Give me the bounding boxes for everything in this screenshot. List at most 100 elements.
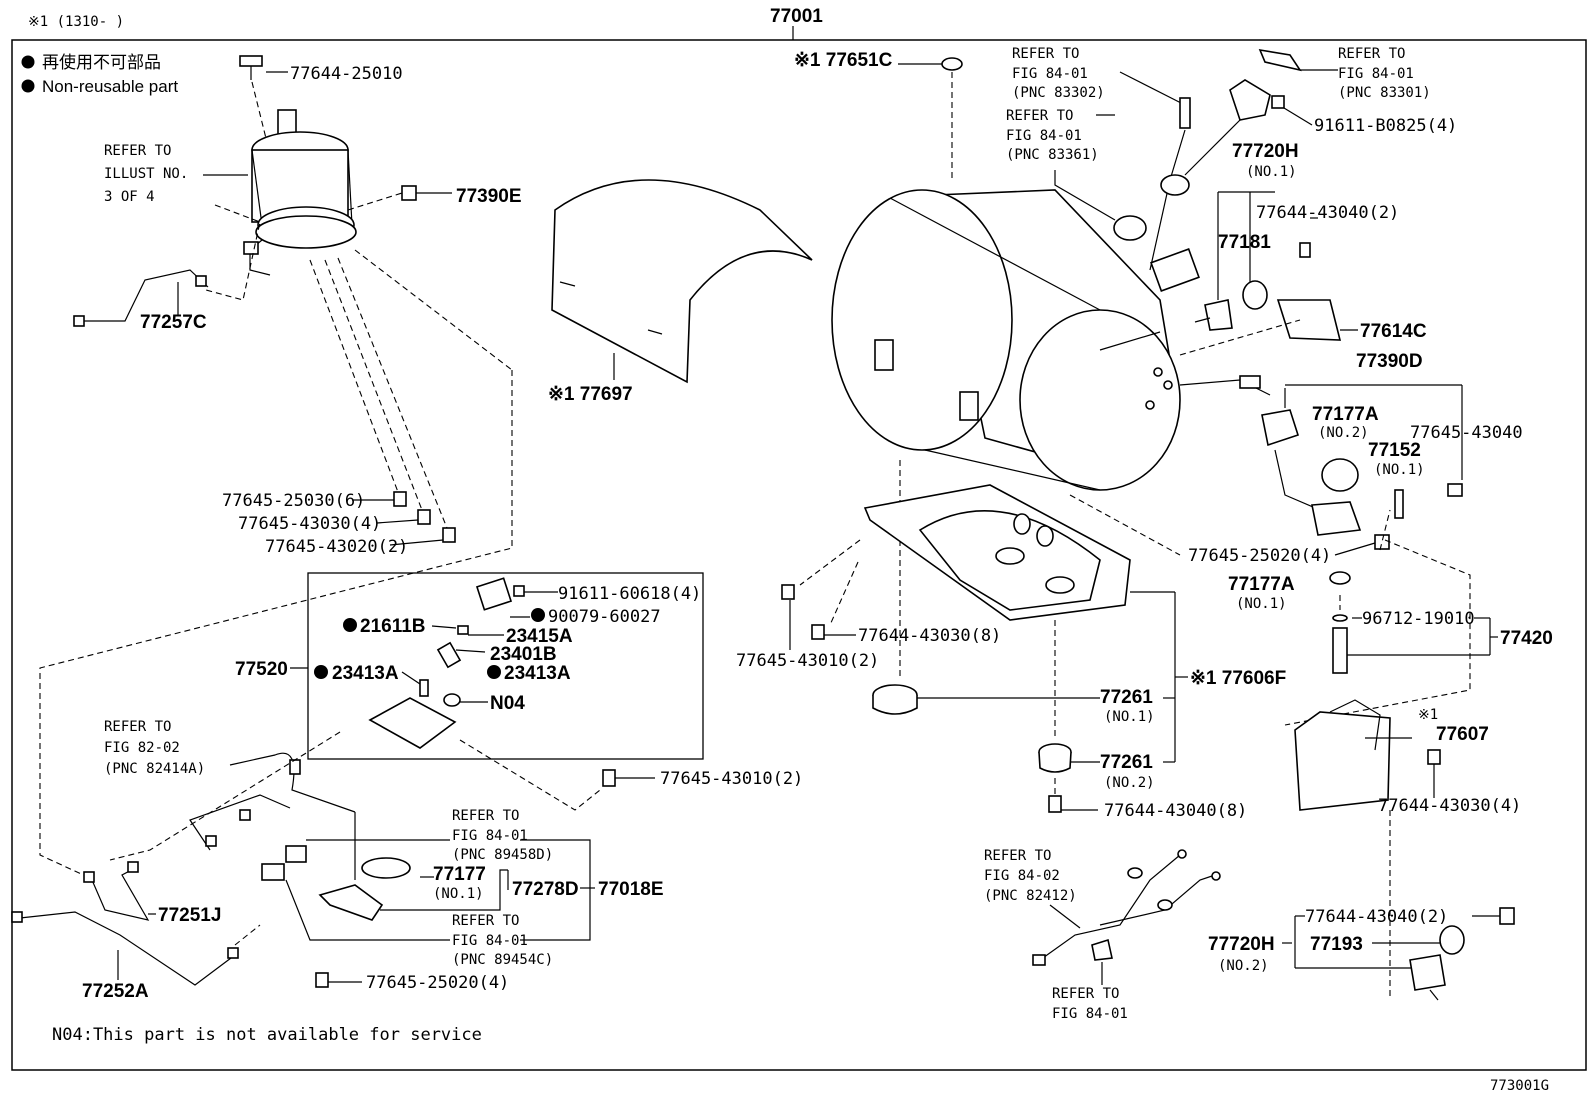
label-96712-19010: 96712-19010 <box>1362 609 1475 629</box>
harness-lower-left <box>109 731 655 880</box>
solenoid-valve <box>290 577 558 749</box>
label-77018E: 77018E <box>598 879 664 900</box>
label-refer-83302-3: (PNC 83302) <box>1012 85 1105 101</box>
label-77645-25030: 77645-25030(6) <box>222 491 365 511</box>
label-77644-43040-2b: 77644-43040(2) <box>1305 907 1448 927</box>
label-77252A: 77252A <box>82 981 149 1002</box>
fuel-tank <box>831 57 1181 680</box>
label-23401B: 23401B <box>490 644 557 665</box>
label-91611-B0825: 91611-B0825(4) <box>1314 116 1457 136</box>
label-77607: 77607 <box>1436 724 1489 745</box>
label-77645-25020-4b: 77645-25020(4) <box>366 973 509 993</box>
label-refer-82-02-1: REFER TO <box>104 719 171 735</box>
guard-77607 <box>1294 699 1441 1000</box>
label-77420: 77420 <box>1500 628 1553 649</box>
gauge-unit-77278D <box>261 839 595 941</box>
label-77177-no1: (NO.1) <box>433 886 484 902</box>
label-refer-83301-2: FIG 84-01 <box>1338 66 1414 82</box>
header-note: ※1 (1310- ) <box>28 14 124 30</box>
label-refer-83361-1: REFER TO <box>1006 108 1073 124</box>
label-23415A: 23415A <box>506 626 573 647</box>
fuel-sender <box>1054 48 1338 292</box>
label-77720H-no2: (NO.2) <box>1218 958 1269 974</box>
label-77261-no1: (NO.1) <box>1104 709 1155 725</box>
label-77645-43030-4: 77645-43030(4) <box>238 514 381 534</box>
label-23413A-1: 23413A <box>332 663 399 684</box>
legend-jp: 再使用不可部品 <box>42 52 161 72</box>
cluster-77390D <box>1179 375 1463 556</box>
label-77614C: 77614C <box>1360 321 1427 342</box>
label-refer-83361-3: (PNC 83361) <box>1006 147 1099 163</box>
label-77720H-1: 77720H <box>1232 141 1299 162</box>
label-21611B: 21611B <box>360 616 426 637</box>
label-77645-43040: 77645-43040 <box>1410 423 1523 443</box>
label-refer-83302-2: FIG 84-01 <box>1012 66 1088 82</box>
label-N04: N04 <box>490 693 525 714</box>
label-77644-43040-2a: 77644-43040(2) <box>1256 203 1399 223</box>
bolt-group-left <box>309 249 513 546</box>
solenoid-kit-box <box>307 572 704 760</box>
label-refer-82412-3: (PNC 82412) <box>984 888 1077 904</box>
label-77697: ※1 77697 <box>548 384 633 405</box>
tank-cover-77697 <box>551 179 813 384</box>
label-refer-illust-3: 3 OF 4 <box>104 189 155 205</box>
label-refer-89458-3: (PNC 89458D) <box>452 847 553 863</box>
label-77251J: 77251J <box>158 905 221 926</box>
label-refer-82412-2: FIG 84-02 <box>984 868 1060 884</box>
label-refer-83301-3: (PNC 83301) <box>1338 85 1431 101</box>
label-77645-43020: 77645-43020(2) <box>265 537 408 557</box>
label-refer-89458-2: FIG 84-01 <box>452 828 528 844</box>
label-77193: 77193 <box>1310 934 1363 955</box>
diagram-frame <box>11 39 1587 1071</box>
label-23413A-2: 23413A <box>504 663 571 684</box>
label-77390D: 77390D <box>1356 351 1423 372</box>
label-refer-illust-1: REFER TO <box>104 143 171 159</box>
label-77720H-2: 77720H <box>1208 934 1275 955</box>
label-77606F: ※1 77606F <box>1190 668 1286 689</box>
label-77644-43030-4: 77644-43030(4) <box>1378 796 1521 816</box>
valve-77720H-no2 <box>1282 907 1515 1001</box>
label-77644-43040-8: 77644-43040(8) <box>1104 801 1247 821</box>
label-refer-82-02-3: (PNC 82414A) <box>104 761 205 777</box>
label-77177A-1: 77177A <box>1228 574 1295 595</box>
label-77152-no1: (NO.1) <box>1374 462 1425 478</box>
label-77261-1: 77261 <box>1100 687 1153 708</box>
pump-motor <box>203 55 452 276</box>
label-77390E: 77390E <box>456 186 522 207</box>
label-refer-82-02-2: FIG 82-02 <box>104 740 180 756</box>
label-77257C: 77257C <box>140 312 207 333</box>
label-refer-8401-2: FIG 84-01 <box>1052 1006 1128 1022</box>
label-refer-89454-1: REFER TO <box>452 913 519 929</box>
label-77651C: ※1 77651C <box>794 50 893 71</box>
legend-dot-icon <box>21 79 35 93</box>
label-90079-60027: 90079-60027 <box>548 607 661 627</box>
label-77720H-no1: (NO.1) <box>1246 164 1297 180</box>
pipes-lower-left <box>11 861 362 988</box>
legend-en: Non-reusable part <box>42 77 178 96</box>
label-77261-no2: (NO.2) <box>1104 775 1155 791</box>
drain-77420 <box>1284 539 1498 726</box>
label-refer-89454-2: FIG 84-01 <box>452 933 528 949</box>
label-77181: 77181 <box>1218 232 1271 253</box>
label-refer-8401-1: REFER TO <box>1052 986 1119 1002</box>
label-77645-43010-2b: 77645-43010(2) <box>660 769 803 789</box>
label-77261-2: 77261 <box>1100 752 1153 773</box>
assembly-number: 77001 <box>770 6 823 27</box>
pipe-77257C <box>73 204 261 327</box>
label-refer-83361-2: FIG 84-01 <box>1006 128 1082 144</box>
label-77607-mark: ※1 <box>1418 707 1438 723</box>
label-refer-83301-1: REFER TO <box>1338 46 1405 62</box>
label-77152: 77152 <box>1368 440 1421 461</box>
plugs-77261 <box>872 620 1175 813</box>
label-refer-89458-1: REFER TO <box>452 808 519 824</box>
label-77645-25020-4a: 77645-25020(4) <box>1188 546 1331 566</box>
under-tray-77606F <box>781 484 1188 762</box>
legend-dot-icon <box>21 55 35 69</box>
label-77177A-no2: (NO.2) <box>1318 425 1369 441</box>
label-refer-illust-2: ILLUST NO. <box>104 166 188 182</box>
valve-77720H-no1 <box>1179 191 1358 356</box>
harness-82412 <box>1032 849 1221 985</box>
label-77177: 77177 <box>433 864 486 885</box>
